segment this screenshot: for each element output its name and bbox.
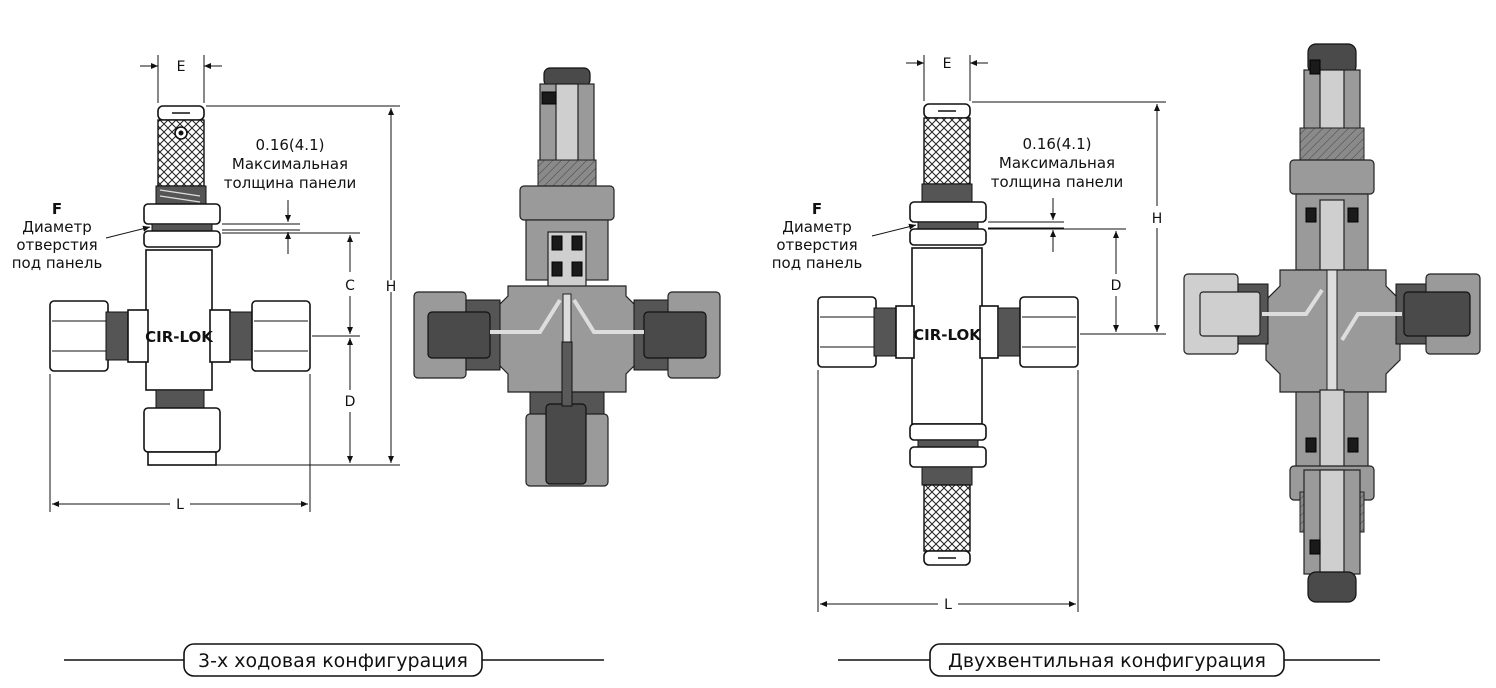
right-dim-d: D [1111, 278, 1122, 294]
right-dimensions: E H D L 0.16(4.1) Максимальная толщина п… [772, 55, 1166, 613]
right-section-view [1183, 43, 1481, 603]
left-dim-c: C [345, 278, 355, 294]
right-brand-label: CIR-LOK [913, 326, 982, 344]
left-thickness-value: 0.16(4.1) [256, 136, 325, 154]
left-f-line2: отверстия [16, 236, 97, 254]
left-brand-label: CIR-LOK [145, 328, 214, 346]
right-dim-e: E [943, 56, 952, 72]
right-thickness-line1: Максимальная [999, 154, 1115, 172]
right-f-label: F [812, 200, 822, 218]
right-f-line2: отверстия [776, 236, 857, 254]
left-dim-h: H [386, 279, 397, 295]
left-dim-e: E [177, 59, 186, 75]
right-thickness-line2: толщина панели [991, 173, 1124, 191]
left-caption-text: 3-х ходовая конфигурация [198, 650, 468, 672]
left-dimensions: E H C D L 0.16(4.1) Максимальная толщина… [12, 55, 400, 513]
right-dim-l: L [944, 597, 952, 613]
right-outline-drawing: CIR-LOK [817, 103, 1079, 566]
left-section-view [413, 67, 721, 487]
left-f-line3: под панель [12, 254, 103, 272]
right-f-line1: Диаметр [782, 218, 851, 236]
left-f-label: F [52, 200, 62, 218]
left-thickness-line2: толщина панели [224, 174, 357, 192]
left-caption: 3-х ходовая конфигурация [64, 643, 604, 677]
right-thickness-value: 0.16(4.1) [1023, 135, 1092, 153]
right-dim-h: H [1152, 211, 1163, 227]
left-thickness-line1: Максимальная [232, 155, 348, 173]
right-f-line3: под панель [772, 254, 863, 272]
left-f-line1: Диаметр [22, 218, 91, 236]
right-caption-text: Двухвентильная конфигурация [948, 650, 1266, 672]
left-dim-d: D [345, 394, 356, 410]
left-outline-drawing: CIR-LOK [49, 105, 311, 466]
right-caption: Двухвентильная конфигурация [838, 643, 1380, 677]
left-dim-l: L [176, 497, 184, 513]
